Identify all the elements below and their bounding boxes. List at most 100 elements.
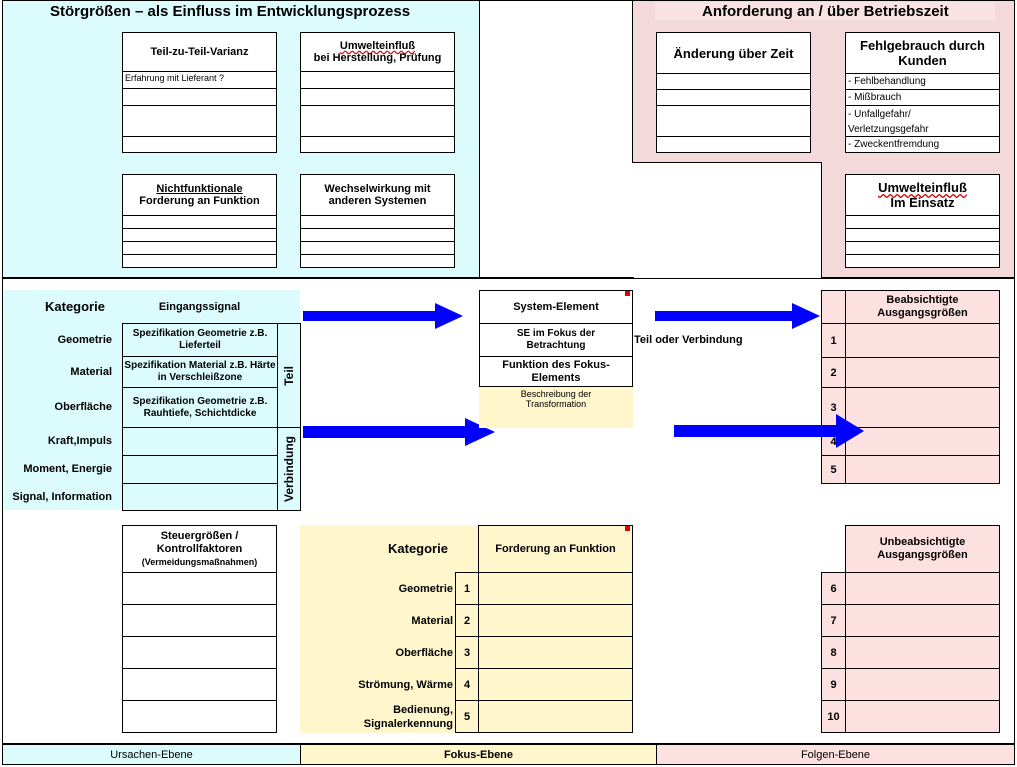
funktion-fokus-cell: Funktion des Fokus-Elements (479, 356, 633, 387)
forderung-cell (478, 572, 633, 605)
steuer-row (122, 700, 277, 733)
forderung-cell (478, 668, 633, 701)
output-cell (845, 455, 1000, 484)
nichtfunktionale-row (122, 228, 277, 242)
input-cell: Spezifikation Material z.B. Härte in Ver… (122, 356, 278, 388)
input-category: Oberfläche (54, 401, 112, 413)
input-cell (122, 483, 278, 511)
teil-oder-verbindung-label: Teil oder Verbindung (634, 334, 743, 346)
forderung-number-header (455, 525, 479, 573)
unbeab-number: 10 (821, 700, 846, 733)
arrow-right-icon (303, 303, 463, 329)
output-cell (845, 323, 1000, 358)
input-category: Geometrie (57, 334, 112, 346)
input-category: Moment, Energie (23, 463, 112, 475)
unbeab-number: 6 (821, 572, 846, 605)
fehlgebrauch-row: - Mißbrauch (845, 89, 1000, 106)
aenderung-header: Änderung über Zeit (656, 32, 811, 74)
footer-folgen: Folgen-Ebene (656, 744, 1015, 765)
steuer-row (122, 572, 277, 605)
steuer-row (122, 636, 277, 669)
output-cell (845, 357, 1000, 388)
teil-label: Teil (277, 323, 301, 428)
umwelt-herstellung-row (300, 71, 455, 89)
fehlgebrauch-row: - Fehlbehandlung (845, 73, 1000, 90)
teil-varianz-row: Erfahrung mit Lieferant ? (122, 71, 277, 89)
comment-marker-icon (625, 526, 630, 531)
verbindung-label: Verbindung (277, 427, 301, 511)
anforderung-step (632, 162, 822, 163)
wechselwirkung-header: Wechselwirkung mit anderen Systemen (300, 174, 455, 216)
input-cell (122, 455, 278, 484)
output-number: 2 (821, 357, 846, 388)
umwelt-herstellung-row (300, 105, 455, 137)
forderung-category: Oberfläche (395, 646, 453, 659)
input-cell: Spezifikation Geometrie z.B. Lieferteil (122, 323, 278, 357)
arrow-right-icon (655, 303, 820, 329)
beschreibung-text: Beschreibung der Transformation (520, 389, 592, 409)
steuer-row (122, 668, 277, 701)
unbeab-header: Unbeabsichtigte Ausgangsgrößen (845, 525, 1000, 573)
anforderung-title: Anforderung an / über Betriebszeit (702, 3, 949, 20)
input-category: Signal, Information (12, 491, 112, 503)
umwelt-einsatz-header: Umwelteinfluß Im Einsatz (845, 174, 1000, 216)
nichtfunktionale-header: Nichtfunktionale Forderung an Funktion (122, 174, 277, 216)
teil-varianz-row (122, 136, 277, 153)
unbeab-number: 8 (821, 636, 846, 669)
aenderung-row (656, 89, 811, 106)
umwelt-einsatz-row (845, 254, 1000, 268)
output-number-overlay: 4 (830, 435, 837, 448)
forderung-number: 2 (455, 604, 479, 637)
umwelt-einsatz-row (845, 241, 1000, 255)
forderung-category: Bedienung, Signalerkennung (363, 703, 453, 730)
forderung-header: Forderung an Funktion (478, 525, 633, 573)
wechselwirkung-row (300, 228, 455, 242)
arrow-right-icon (674, 414, 864, 448)
umwelt-herstellung-header: Umwelteinfluß bei Herstellung, Prüfung (300, 32, 455, 72)
aenderung-row (656, 136, 811, 153)
unbeab-number: 7 (821, 604, 846, 637)
input-kategorie-label: Kategorie (45, 299, 105, 314)
aenderung-row (656, 73, 811, 90)
forderung-category: Geometrie (398, 582, 453, 595)
top-middle-area (479, 0, 634, 278)
outputs-header: Beabsichtigte Ausgangsgrößen (845, 290, 1000, 324)
main-area (2, 278, 1015, 744)
umwelt-einsatz-row (845, 215, 1000, 229)
footer-ursachen: Ursachen-Ebene (2, 744, 301, 765)
fehlgebrauch-row: - Unfallgefahr/ Verletzungsgefahr (845, 105, 1000, 137)
comment-marker-icon (625, 291, 630, 296)
nichtfunktionale-row (122, 215, 277, 229)
wechselwirkung-row (300, 254, 455, 268)
steuer-header: Steuergrößen / Kontrollfaktoren (Vermeid… (122, 525, 277, 573)
input-cell: Spezifikation Geometrie z.B. Rauhtiefe, … (122, 387, 278, 428)
umwelt-einsatz-row (845, 228, 1000, 242)
unbeab-cell (845, 700, 1000, 733)
output-number: 5 (821, 455, 846, 484)
nichtfunktionale-row (122, 241, 277, 255)
eingangssignal-header: Eingangssignal (122, 290, 277, 324)
unbeab-cell (845, 572, 1000, 605)
forderung-number: 1 (455, 572, 479, 605)
unbeab-cell (845, 668, 1000, 701)
fehlgebrauch-row: - Zweckentfremdung (845, 136, 1000, 153)
forderung-number: 4 (455, 668, 479, 701)
nichtfunktionale-row (122, 254, 277, 268)
footer-fokus: Fokus-Ebene (300, 744, 657, 765)
output-number: 1 (821, 323, 846, 358)
unbeab-cell (845, 604, 1000, 637)
output-cell (845, 427, 1000, 456)
forderung-kategorie-label: Kategorie (388, 541, 448, 556)
title-highlight (655, 2, 995, 20)
teil-varianz-header: Teil-zu-Teil-Varianz (122, 32, 277, 72)
forderung-number: 3 (455, 636, 479, 669)
input-cell (122, 427, 278, 456)
umwelt-herstellung-row (300, 136, 455, 153)
wechselwirkung-row (300, 215, 455, 229)
stoergroessen-title: Störgrößen – als Einfluss im Entwicklung… (50, 3, 411, 20)
steuer-row (122, 604, 277, 637)
forderung-cell (478, 700, 633, 733)
arrow-right-icon (303, 418, 495, 446)
unbeab-number: 9 (821, 668, 846, 701)
system-element-header: System-Element (479, 290, 633, 324)
